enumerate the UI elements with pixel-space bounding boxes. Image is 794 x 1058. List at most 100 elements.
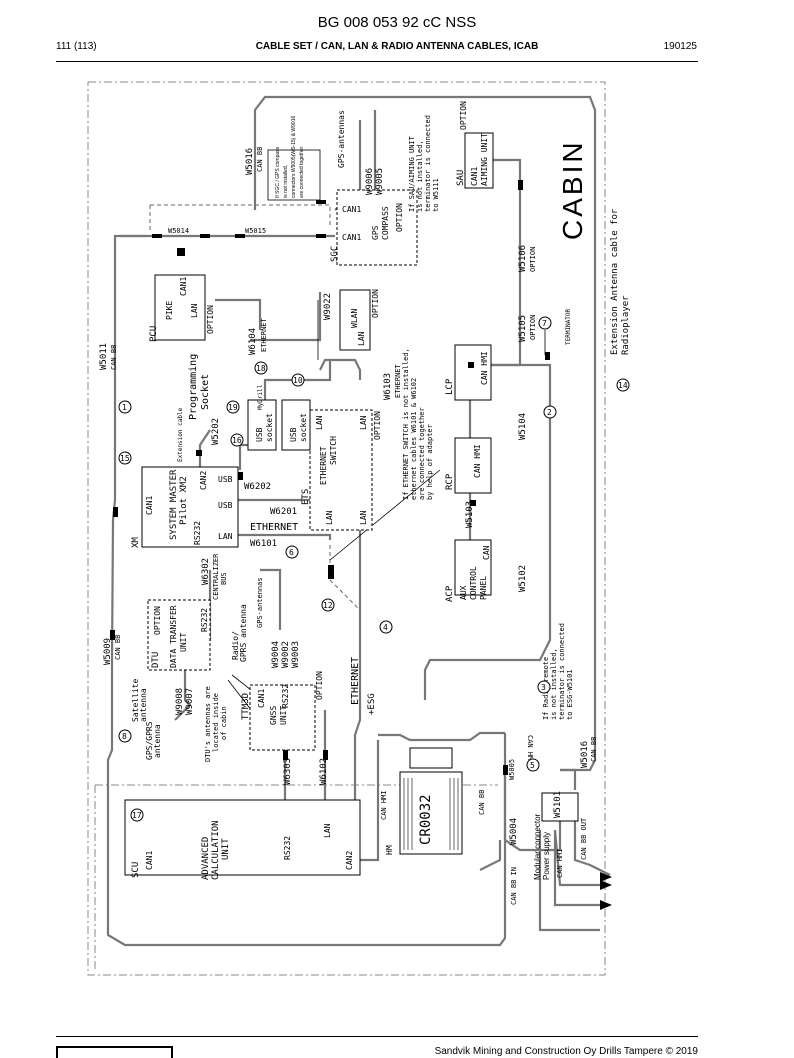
callout-4: 4 [379,620,393,634]
wlan-unit: WLAN OPTION LAN [350,289,380,346]
svg-text:SGC: SGC [330,246,340,262]
svg-text:GPS/GPRS: GPS/GPRS [145,721,154,760]
svg-text:DTU: DTU [151,652,161,668]
callout-10: 10 [291,373,305,387]
svg-text:CAN1: CAN1 [342,205,361,214]
svg-text:are connected together: are connected together [418,407,426,500]
page-number: 111 (113) [56,41,97,52]
svg-text:CAN1: CAN1 [470,167,479,186]
svg-text:UNIT: UNIT [279,706,288,725]
svg-text:12: 12 [323,601,333,610]
pcu-unit: PIKE CAN1 LAN OPTION PCU [149,277,215,342]
svg-text:to W5111: to W5111 [432,178,440,212]
callout-6: 6 [285,545,299,559]
svg-text:by help of adapter: by help of adapter [426,424,434,500]
cr0032-unit: CR0032 HM [385,794,434,855]
callout-18: 18 [254,361,268,375]
svg-text:ACP: ACP [445,585,455,602]
svg-text:OPTION: OPTION [371,289,380,318]
usb-socket-1: USB socket MyDrill [255,384,274,442]
svg-text:HM: HM [385,845,394,855]
svg-text:Programming: Programming [188,354,199,420]
header-rule [56,61,698,62]
wlan-box [339,289,371,351]
svg-text:W9004: W9004 [271,641,281,668]
svg-text:LAN: LAN [359,510,368,525]
ets-box [309,409,373,531]
svg-text:W5105: W5105 [518,315,528,342]
acp-box [454,539,492,596]
svg-text:W6201: W6201 [270,507,297,517]
callout-12: 12 [321,598,335,612]
sau-unit: CAN1 AIMING UNIT SAU OPTION [456,101,489,186]
svg-text:SAU: SAU [456,170,466,186]
svg-text:terminator is connected: terminator is connected [424,115,432,212]
extension-cable-label: Extension cable [177,407,184,462]
svg-text:COMPASS: COMPASS [381,206,390,240]
acp-unit: CAN AUX CONTROL PANEL ACP [445,545,491,602]
callout-2: 2 [543,405,557,419]
svg-text:W5101: W5101 [553,791,563,818]
svg-text:GPS-antennas: GPS-antennas [256,577,264,628]
svg-text:ETS: ETS [301,489,311,505]
svg-text:XM: XM [131,537,141,548]
svg-text:OPTION: OPTION [529,247,537,272]
svg-text:UNIT: UNIT [221,838,231,860]
svg-text:CAN BB IN: CAN BB IN [510,867,518,905]
footer-rule [56,1036,698,1037]
svg-text:W5016: W5016 [580,741,590,768]
callout-19: 19 [226,400,240,414]
sau-box [464,132,494,189]
callout-3: 3 [537,680,551,694]
misc-labels: GPS-antennas GPS-antennas Radio/ GPRS an… [131,110,588,905]
svg-text:15: 15 [120,454,130,463]
svg-text:CAN HMI: CAN HMI [380,790,388,820]
svg-text:OPTION: OPTION [529,315,537,340]
extension-antenna-note: Extension Antenna cable for Radioplayer [610,208,631,355]
svg-text:WLAN: WLAN [350,309,359,328]
scu-unit: ADVANCED CALCULATION UNIT CAN1 RS232 LAN… [131,820,354,880]
svg-text:CALCULATION: CALCULATION [211,820,221,880]
svg-text:CR0032: CR0032 [418,794,434,845]
usb1-box [247,399,277,451]
xm-box [141,466,239,548]
svg-text:is not installed,: is not installed, [283,165,289,198]
svg-text:Socket: Socket [200,374,211,410]
svg-text:TTM3D: TTM3D [241,693,251,720]
svg-text:Modular connector: Modular connector [533,813,542,880]
ets-unit: ETHERNET SWITCH OPTION LAN LAN LAN LAN E… [301,411,382,525]
svg-text:W9008: W9008 [175,688,185,715]
svg-text:LAN: LAN [325,510,334,525]
svg-text:Power supply: Power supply [542,832,551,880]
callout-7: 7 [538,316,552,330]
svg-text:CAN BB: CAN BB [256,147,264,172]
svg-text:ADVANCED: ADVANCED [201,837,211,880]
svg-text:W6102: W6102 [319,758,329,785]
svg-text:MyDrill: MyDrill [257,384,264,410]
svg-text:CAN1: CAN1 [342,233,361,242]
svg-text:socket: socket [265,413,274,442]
svg-text:SWITCH: SWITCH [329,436,338,465]
pcu-box [154,274,206,341]
svg-text:OPTION: OPTION [315,671,324,700]
svg-text:2: 2 [547,408,552,417]
callout-17: 17 [130,808,144,822]
svg-text:AUX: AUX [459,585,468,600]
svg-text:CAN BB: CAN BB [114,635,122,660]
svg-text:OPTION: OPTION [373,411,382,440]
sandvik-logo [56,1046,173,1058]
svg-text:CAN HMI: CAN HMI [480,351,489,385]
svg-text:BUS: BUS [220,572,228,585]
svg-text:W5106: W5106 [518,245,528,272]
svg-text:SCU: SCU [131,862,141,878]
sgc-note: If SGC / GPS compass is not installed, c… [267,116,321,201]
svg-text:CAN HMI: CAN HMI [526,735,534,765]
svg-text:W6202: W6202 [244,482,271,492]
svg-text:of cabin: of cabin [220,706,228,740]
svg-text:CAN HMI: CAN HMI [473,444,482,478]
svg-text:RCP: RCP [445,473,455,490]
svg-text:CONTROL: CONTROL [469,566,478,600]
callout-1: 1 [118,400,132,414]
svg-text:RS232: RS232 [193,521,202,545]
svg-text:UNIT: UNIT [179,633,188,652]
